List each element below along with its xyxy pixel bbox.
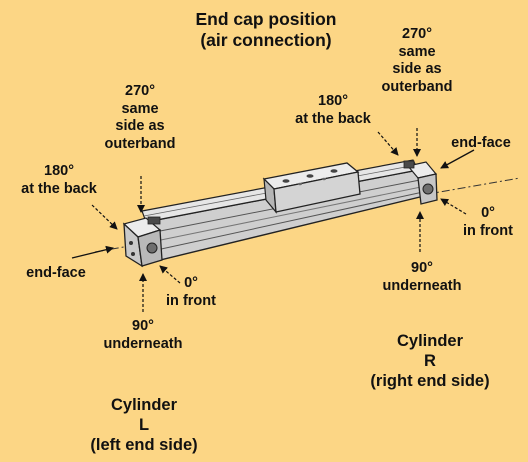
cylinder-l-caption: Cylinder L (left end side)	[90, 396, 198, 455]
left-arrow-end-face	[71, 245, 114, 259]
diagram-title: End cap position (air connection)	[150, 9, 382, 52]
right-label-180: 180° at the back	[295, 93, 371, 127]
title-line2: (air connection)	[200, 30, 332, 51]
left-label-270: 270° same side as outerband	[104, 83, 176, 153]
right-label-270: 270° same side as outerband	[381, 26, 453, 96]
left-label-90: 90° underneath	[103, 318, 183, 352]
right-label-0: 0° in front	[463, 205, 513, 239]
left-label-0: 0° in front	[166, 275, 216, 309]
left-arrow-180	[91, 204, 118, 230]
title-line1: End cap position	[195, 9, 337, 29]
left-end-cap	[122, 216, 163, 268]
left-arrow-0	[159, 265, 181, 284]
right-arrow-180	[377, 131, 399, 156]
left-label-end-face: end-face	[26, 265, 86, 281]
right-end-cap	[403, 160, 438, 205]
right-label-end-face: end-face	[451, 135, 511, 151]
cylinder-r-caption: Cylinder R (right end side)	[370, 332, 490, 391]
left-label-180: 180° at the back	[21, 163, 97, 197]
right-arrow-end-face	[440, 149, 475, 169]
carriage	[262, 162, 361, 214]
right-label-90: 90° underneath	[382, 260, 462, 294]
